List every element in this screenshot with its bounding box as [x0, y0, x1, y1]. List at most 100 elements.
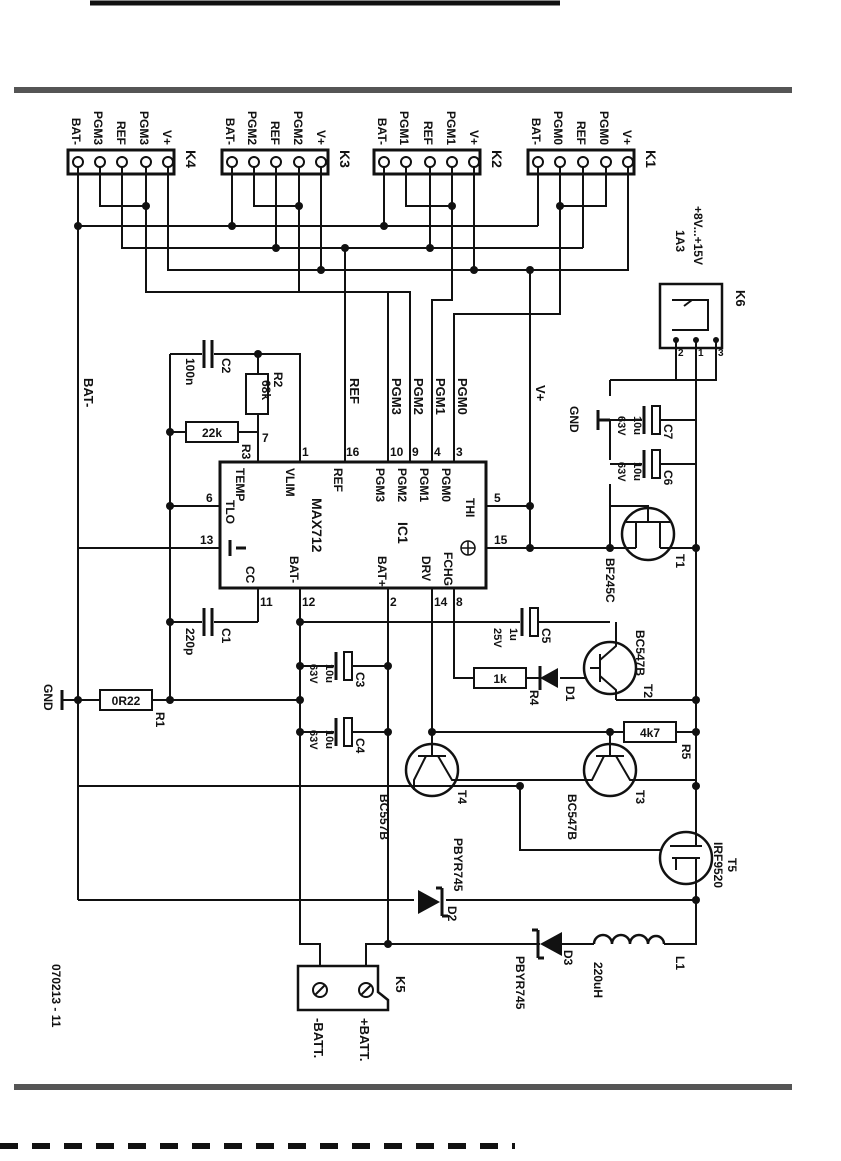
r5-ref: R5 [679, 744, 693, 760]
gnd-label-right: GND [567, 406, 581, 433]
junction-t1 [606, 544, 614, 552]
ic-max712 [218, 460, 488, 590]
c6-c7-wires [610, 419, 696, 465]
c4-ref: C4 [353, 738, 367, 754]
ic-pin-ref: REF [331, 468, 345, 492]
ic-name: MAX712 [309, 498, 325, 553]
transistor-t3 [520, 732, 696, 798]
connector-k3: K3 BAT- PGM2 REF PGM2 V+ [220, 111, 353, 176]
k6-voltage: +8V...+15V [691, 206, 705, 265]
junction-r3 [166, 428, 174, 436]
c2-value: 100n [183, 358, 197, 385]
c5-voltage: 25V [491, 628, 503, 648]
junction-c1 [166, 618, 174, 626]
t2-type: BC547B [633, 630, 647, 676]
net-label-vplus: V+ [533, 385, 548, 402]
net-label-pgm3: PGM3 [389, 378, 404, 415]
k4-pin-pgm3b: PGM3 [137, 111, 151, 145]
ic-pin-pgm1: PGM1 [417, 468, 431, 502]
net-label-pgm2: PGM2 [411, 378, 426, 415]
t3-type: BC547B [565, 794, 579, 840]
pin-num-12: 12 [302, 595, 316, 609]
k5-minus-label: -BATT. [311, 1018, 326, 1058]
t2-ref: T2 [641, 684, 655, 698]
c5-value: 1u [507, 628, 519, 641]
inductor-l1 [592, 933, 666, 945]
t4-ref: T4 [455, 790, 469, 804]
c6-ref: C6 [661, 470, 675, 486]
ic-pin-tlo: TLO [223, 500, 237, 524]
ic-pin-batminus: BAT- [287, 556, 301, 583]
k4-pin-ref: REF [114, 121, 128, 145]
ic-pin-vlim: VLIM [283, 468, 297, 497]
k1-pin-vplus: V+ [620, 130, 634, 145]
k2-pin-ref: REF [421, 121, 435, 145]
r2-value: 68k [259, 380, 273, 400]
k3-pin-ref: REF [268, 121, 282, 145]
d1-ref: D1 [563, 686, 577, 702]
t4-type: BC557B [377, 794, 391, 840]
k5-plus-label: +BATT. [357, 1018, 372, 1061]
l1-value: 220uH [591, 962, 605, 998]
ic-pin-fchg: FCHG [441, 552, 455, 586]
junction-tlo [166, 502, 174, 510]
c7-voltage: 63V [615, 416, 627, 436]
connector-k4: K4 BAT- PGM3 REF PGM3 V+ [66, 111, 199, 176]
connector-k1: K1 BAT- PGM0 REF PGM0 V+ [526, 111, 659, 176]
k5-label: K5 [393, 976, 408, 993]
pin-num-15: 15 [494, 533, 508, 547]
d3-ref: D3 [561, 950, 575, 966]
k6-pin-1: 1 [698, 348, 704, 359]
d2-ref: D2 [445, 906, 459, 922]
junction-fchg [526, 544, 534, 552]
ic-pin-drv: DRV [419, 556, 433, 581]
k2-pin-batminus: BAT- [375, 118, 389, 145]
c1-ref: C1 [219, 628, 233, 644]
c6-value: 10u [631, 462, 643, 481]
pin-num-8: 8 [456, 595, 463, 609]
junction-r2 [254, 350, 262, 358]
resistor-r4 [473, 667, 527, 689]
pin-num-16: 16 [346, 445, 360, 459]
k1-pin-pgm0a: PGM0 [551, 111, 565, 145]
net-label-pgm1: PGM1 [433, 378, 448, 415]
k1-label: K1 [643, 150, 659, 168]
r1-ref: R1 [153, 712, 167, 728]
capacitor-c4 [334, 717, 353, 747]
junction-t3t4 [516, 782, 524, 790]
resistor-r3 [185, 421, 239, 443]
gnd-label-left: GND [41, 684, 55, 711]
k2-pin-pgm1b: PGM1 [444, 111, 458, 145]
k6-pin-3: 3 [718, 348, 724, 359]
k2-label: K2 [489, 150, 505, 168]
k4-pin-batminus: BAT- [69, 118, 83, 145]
r2-ref: R2 [271, 372, 285, 388]
mosfet-t5 [658, 830, 714, 900]
ground-symbol-ic [228, 540, 246, 556]
schottky-d2 [418, 886, 448, 918]
k4-label: K4 [183, 150, 199, 168]
junction-thi [526, 502, 534, 510]
c3-voltage: 63V [307, 664, 319, 684]
c3-value: 10u [323, 664, 335, 683]
connector-k2: K2 BAT- PGM1 REF PGM1 V+ [372, 111, 505, 176]
t5-ref: T5 [725, 858, 739, 872]
c5-ref: C5 [539, 628, 553, 644]
pin-num-6: 6 [206, 491, 213, 505]
c4-voltage: 63V [307, 730, 319, 750]
k6-rating: 1A3 [673, 230, 687, 252]
net-label-batminus: BAT- [81, 378, 96, 407]
right-rail-junctions [692, 544, 700, 904]
r3-ref: R3 [239, 444, 253, 460]
net-label-pgm0: PGM0 [455, 378, 470, 415]
pin-num-1: 1 [302, 445, 309, 459]
capacitor-c2 [170, 340, 258, 368]
pin-num-11: 11 [260, 595, 273, 609]
ic-pin-pgm0: PGM0 [439, 468, 453, 502]
k3-pin-pgm2b: PGM2 [291, 111, 305, 145]
capacitor-c7 [642, 405, 661, 435]
junction-r1-right [166, 696, 174, 704]
pin-num-2: 2 [390, 595, 397, 609]
capacitor-c6 [642, 449, 661, 479]
capacitor-c3 [334, 651, 353, 681]
